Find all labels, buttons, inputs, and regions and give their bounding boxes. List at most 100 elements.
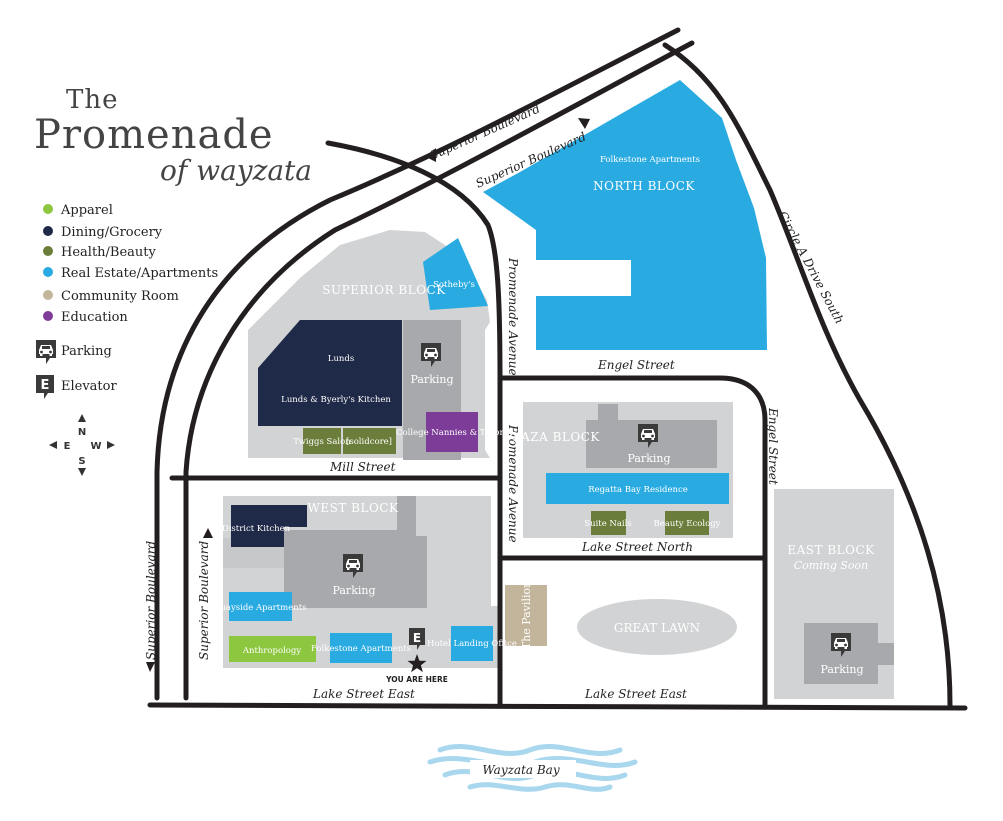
compass-n: N [78, 427, 86, 438]
store-regatta-bay[interactable] [546, 473, 729, 504]
compass-s: S [78, 456, 85, 467]
north-block-apartments-label: Folkestone Apartments [600, 155, 700, 165]
store-lunds[interactable] [258, 320, 402, 426]
label-quayside: Quayside Apartments [213, 603, 306, 613]
label-lunds-kitchen: Lunds & Byerly's Kitchen [281, 395, 391, 405]
store-hotel-landing[interactable] [451, 626, 493, 661]
plaza-block-label: PLAZA BLOCK [504, 430, 600, 444]
north-block-area [483, 80, 767, 350]
promenade-ave [325, 140, 503, 708]
label-lake-street-east-1: Lake Street East [312, 687, 415, 701]
label-circle-a-drive: Circle A Drive South [775, 209, 846, 326]
parking-icon [343, 554, 363, 578]
parking-label-east: Parking [820, 663, 863, 676]
title-of-wayzata: of wayzata [160, 154, 312, 187]
legend: Apparel Dining/Grocery Health/Beauty Rea… [36, 203, 218, 399]
store-twiggs[interactable] [303, 428, 341, 454]
label-regatta-bay: Regatta Bay Residence [588, 485, 688, 495]
store-district-kitchen[interactable] [231, 505, 307, 547]
store-suite-nails[interactable] [591, 511, 626, 535]
arrow-icon [426, 148, 436, 162]
label-superior-blvd-left2: Superior Boulevard [197, 541, 211, 660]
street-lines [147, 27, 968, 711]
north-block-label: NORTH BLOCK [593, 179, 695, 193]
arrow-icon [146, 662, 155, 672]
compass-rose: N S E W [49, 414, 115, 476]
superior-blvd-inner [183, 40, 695, 701]
pavilion-label: The Pavilion [520, 581, 533, 649]
legend-label-apparel: Apparel [60, 203, 113, 218]
arrow-icon [203, 528, 213, 538]
label-superior-blvd-left1: Superior Boulevard [144, 541, 158, 660]
label-sothebys: Sotheby's [433, 280, 475, 290]
label-twiggs: Twiggs Salon [293, 437, 351, 447]
label-beauty-ecology: Beauty Ecology [654, 519, 721, 529]
superior-block-label: SUPERIOR BLOCK [322, 283, 446, 297]
elevator-letter: E [413, 631, 421, 645]
parking-label-superior: Parking [410, 373, 453, 386]
legend-elevator-icon: E [36, 375, 54, 399]
elevator-icon: E [409, 628, 425, 650]
legend-label-elevator: Elevator [61, 379, 117, 394]
store-anthropology[interactable] [229, 636, 316, 662]
label-mill-street: Mill Street [329, 460, 396, 474]
west-block-label: WEST BLOCK [308, 501, 399, 515]
legend-swatch-dining [43, 226, 53, 236]
parking-label-plaza: Parking [627, 452, 670, 465]
east-block-coming-soon: Coming Soon [794, 559, 868, 572]
label-anthropology: Anthropology [242, 646, 302, 656]
lake-street-east [147, 702, 968, 711]
label-wayzata-bay: Wayzata Bay [482, 763, 559, 777]
compass-e: E [64, 441, 71, 452]
label-suite-nails: Suite Nails [584, 519, 631, 529]
legend-label-dining: Dining/Grocery [61, 225, 163, 240]
parking-icon [421, 343, 441, 367]
label-folkestone-west: Folkestone Apartments [311, 644, 411, 654]
engel-street [497, 375, 768, 708]
west-parking-area [284, 496, 427, 608]
label-college-nannies: College Nannies & Tutors [396, 428, 508, 438]
label-promenade-ave-1: Promenade Avenue [506, 257, 520, 376]
great-lawn-label: GREAT LAWN [614, 621, 700, 635]
title-the: The [66, 85, 118, 115]
parking-icon [831, 633, 851, 657]
legend-label-health: Health/Beauty [61, 245, 157, 260]
store-folkestone-west[interactable] [330, 633, 392, 663]
parking-icon [638, 424, 658, 448]
east-block-label: EAST BLOCK [787, 543, 875, 557]
pavilion-area [505, 585, 547, 646]
legend-label-realestate: Real Estate/Apartments [61, 266, 218, 281]
legend-swatch-community [43, 290, 53, 300]
label-solidcore: [solidcore] [346, 437, 392, 447]
compass-w: W [90, 441, 101, 452]
label-engel-street-v: Engel Street [766, 407, 780, 485]
label-hotel-landing: Hotel Landing Office [427, 639, 517, 649]
store-sothebys[interactable] [423, 238, 488, 310]
store-beauty-ecology[interactable] [665, 511, 709, 535]
store-quayside[interactable] [229, 592, 292, 621]
store-college-nannies[interactable] [426, 412, 478, 452]
legend-swatch-apparel [43, 204, 53, 214]
title-promenade: Promenade [34, 112, 274, 158]
circle-a-drive [662, 42, 953, 708]
label-lake-street-north: Lake Street North [581, 540, 693, 554]
label-lunds: Lunds [328, 354, 354, 364]
label-promenade-ave-2: Promenade Avenue [506, 424, 520, 543]
store-solidcore[interactable] [343, 428, 396, 454]
great-lawn-area [577, 599, 737, 655]
label-lake-street-east-2: Lake Street East [584, 687, 687, 701]
legend-swatch-education [43, 311, 53, 321]
parking-label-west: Parking [332, 584, 375, 597]
bay-label-bg [470, 760, 576, 778]
title-logo: The Promenade of wayzata [34, 85, 312, 187]
you-are-here-label: YOU ARE HERE [385, 675, 448, 684]
label-engel-street-h: Engel Street [597, 358, 675, 372]
superior-blvd-outer [154, 27, 681, 701]
legend-label-parking: Parking [61, 344, 112, 359]
legend-parking-icon [36, 340, 56, 364]
east-parking-area [804, 623, 894, 684]
legend-swatch-health [43, 246, 53, 256]
legend-label-education: Education [61, 310, 128, 325]
arrow-icon [578, 118, 590, 129]
